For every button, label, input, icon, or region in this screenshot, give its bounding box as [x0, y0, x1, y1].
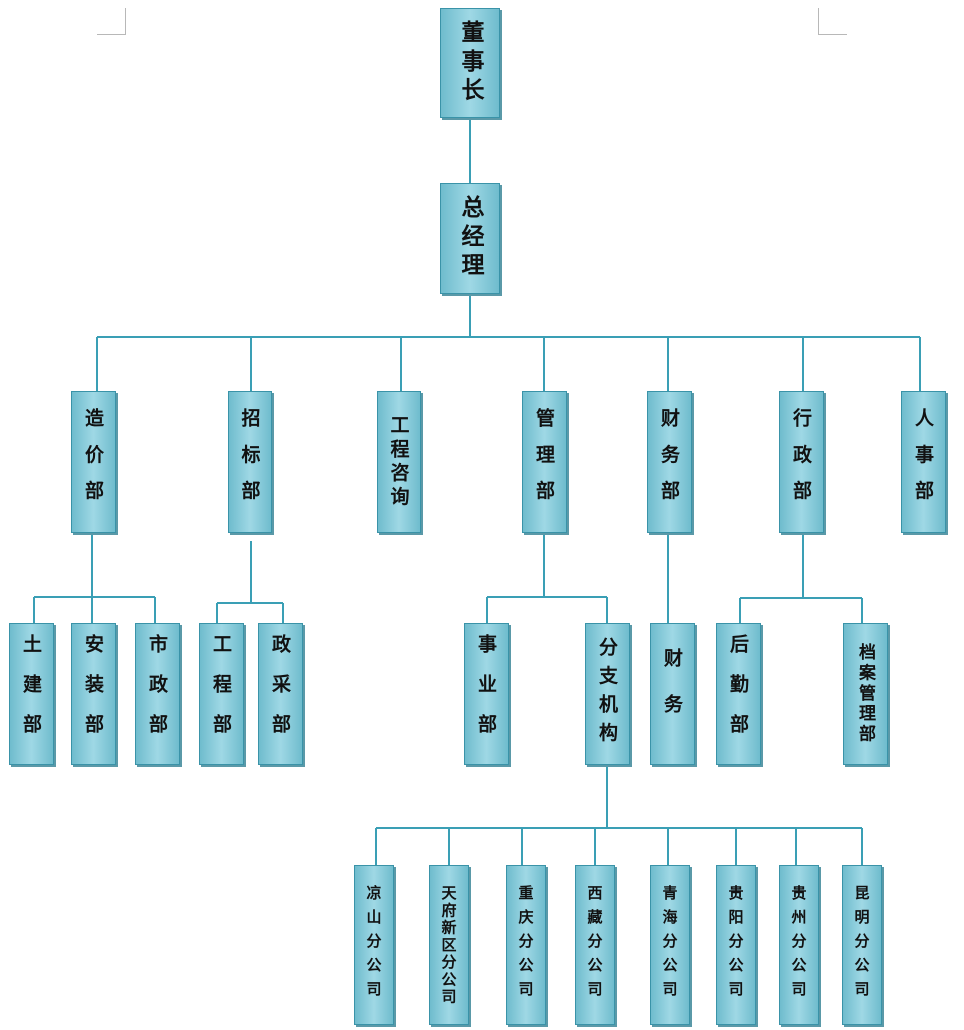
org-node-branch: 分支机构 — [585, 623, 630, 765]
org-node-cost: 造价部 — [71, 391, 116, 533]
org-node-finance: 财务部 — [647, 391, 692, 533]
org-node-mgmt: 管理部 — [522, 391, 567, 533]
org-node-label: 工程咨询 — [387, 414, 410, 510]
org-node-label: 青海分公司 — [660, 885, 679, 1005]
org-node-guizhou: 贵州分公司 — [779, 865, 819, 1025]
org-node-label: 人事部 — [912, 407, 934, 517]
org-node-label: 分支机构 — [596, 637, 618, 751]
org-node-label: 财务部 — [658, 407, 680, 517]
org-node-label: 昆明分公司 — [852, 885, 871, 1005]
org-node-hr: 人事部 — [901, 391, 946, 533]
org-node-label: 天府新区分公司 — [439, 884, 458, 1006]
org-node-procure: 政采部 — [258, 623, 303, 765]
org-node-label: 董事长 — [457, 19, 484, 107]
org-node-tianfu: 天府新区分公司 — [429, 865, 469, 1025]
crop-mark-right — [818, 8, 847, 35]
org-node-xizang: 西藏分公司 — [575, 865, 615, 1025]
org-node-label: 后勤部 — [727, 634, 749, 754]
org-node-label: 财务 — [661, 648, 683, 740]
org-node-label: 管理部 — [533, 407, 555, 517]
crop-mark-left — [97, 8, 126, 35]
org-node-logistics: 后勤部 — [716, 623, 761, 765]
org-node-label: 市政部 — [146, 634, 168, 754]
org-node-fin2: 财务 — [650, 623, 695, 765]
org-node-civil: 土建部 — [9, 623, 54, 765]
org-node-qinghai: 青海分公司 — [650, 865, 690, 1025]
org-node-chongqing: 重庆分公司 — [506, 865, 546, 1025]
org-node-label: 安装部 — [82, 634, 104, 754]
org-node-business: 事业部 — [464, 623, 509, 765]
org-node-label: 重庆分公司 — [516, 885, 535, 1005]
org-node-label: 造价部 — [82, 407, 104, 517]
org-node-label: 行政部 — [790, 407, 812, 517]
org-node-label: 土建部 — [20, 634, 42, 754]
org-node-eng: 工程部 — [199, 623, 244, 765]
org-node-label: 工程部 — [210, 634, 232, 754]
org-node-liangshan: 凉山分公司 — [354, 865, 394, 1025]
org-node-bidding: 招标部 — [228, 391, 272, 533]
org-node-kunming: 昆明分公司 — [842, 865, 882, 1025]
org-node-label: 西藏分公司 — [585, 885, 604, 1005]
org-node-admin: 行政部 — [779, 391, 824, 533]
org-node-label: 贵州分公司 — [789, 885, 808, 1005]
org-node-install: 安装部 — [71, 623, 116, 765]
org-node-label: 总经理 — [457, 195, 484, 282]
org-node-label: 贵阳分公司 — [726, 885, 745, 1005]
org-node-consult: 工程咨询 — [377, 391, 421, 533]
org-node-gm: 总经理 — [440, 183, 500, 294]
org-node-chairman: 董事长 — [440, 8, 500, 118]
org-node-label: 档案管理部 — [855, 643, 875, 745]
org-node-archives: 档案管理部 — [843, 623, 888, 765]
org-node-label: 招标部 — [238, 407, 261, 517]
org-node-label: 政采部 — [269, 634, 291, 754]
org-node-municipal: 市政部 — [135, 623, 180, 765]
org-node-label: 事业部 — [475, 634, 497, 754]
org-node-label: 凉山分公司 — [364, 885, 383, 1005]
org-node-guiyang: 贵阳分公司 — [716, 865, 756, 1025]
